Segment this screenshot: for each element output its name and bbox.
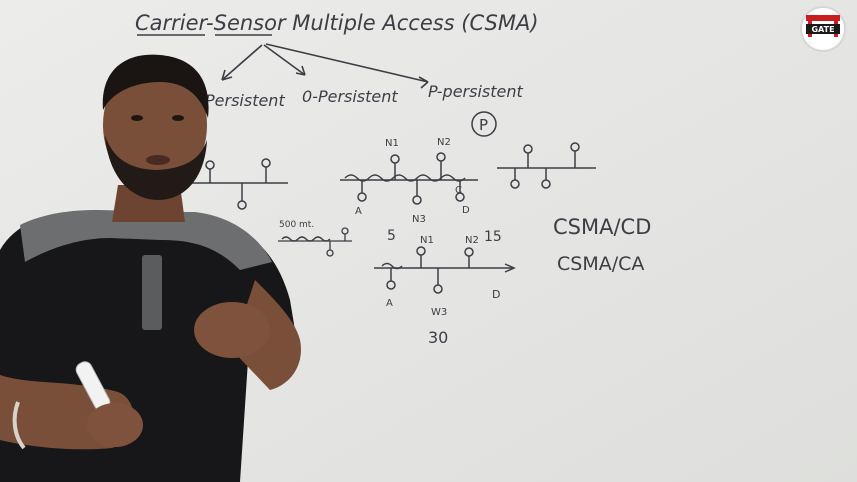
presenter-beard: [105, 135, 207, 200]
label-thirty: 30: [428, 328, 448, 347]
label-n1-top: N1: [385, 138, 399, 149]
branch-persistent: Persistent: [205, 91, 285, 110]
protocol-csma-ca: CSMA/CA: [557, 253, 644, 275]
label-n2-lower: N2: [465, 235, 479, 246]
bus-diagram-500mt: [278, 227, 352, 257]
branch-p-persistent: P-persistent: [428, 82, 524, 101]
board-title: Carrier-Sensor Multiple Access (CSMA): [135, 11, 539, 35]
label-a-middle: A: [355, 206, 362, 217]
bus-diagram-right: [497, 142, 596, 189]
label-a-lower: A: [386, 298, 393, 309]
presenter-mouth: [146, 155, 170, 165]
label-n3-middle: N3: [412, 214, 426, 225]
bus-diagram-lower: [374, 246, 516, 294]
presenter-bracelet: [12, 401, 26, 450]
presenter-eye-right: [172, 115, 184, 121]
presenter-head: [103, 59, 207, 191]
branch-0-persistent: 0-Persistent: [302, 87, 398, 106]
label-fifteen: 15: [484, 229, 502, 245]
label-d-middle: D: [462, 205, 470, 216]
label-d-lower: D: [492, 288, 500, 301]
branch-arrows: [221, 43, 429, 89]
circled-p-label: P: [479, 116, 488, 134]
label-n2-top: N2: [437, 137, 451, 148]
bus-diagram-middle: [340, 152, 478, 205]
channel-logo: GATE: [800, 6, 846, 52]
presenter-left-hand: [87, 403, 143, 447]
protocol-csma-cd: CSMA/CD: [553, 215, 651, 239]
presenter-eye-left: [131, 115, 143, 121]
circled-p: [471, 111, 497, 137]
presenter-right-hand: [194, 302, 270, 358]
presenter-placket: [142, 255, 162, 330]
label-w3: W3: [431, 307, 447, 318]
label-500-mt: 500 mt.: [279, 220, 314, 230]
bus-diagram-left: [190, 158, 288, 210]
label-n1-lower: N1: [420, 235, 434, 246]
label-five: 5: [387, 228, 396, 244]
presenter-hair: [102, 54, 209, 118]
label-c-middle: C: [455, 185, 462, 196]
presenter: [0, 54, 301, 482]
presenter-shirt-panel: [20, 209, 272, 270]
channel-logo-text: GATE: [811, 25, 834, 34]
